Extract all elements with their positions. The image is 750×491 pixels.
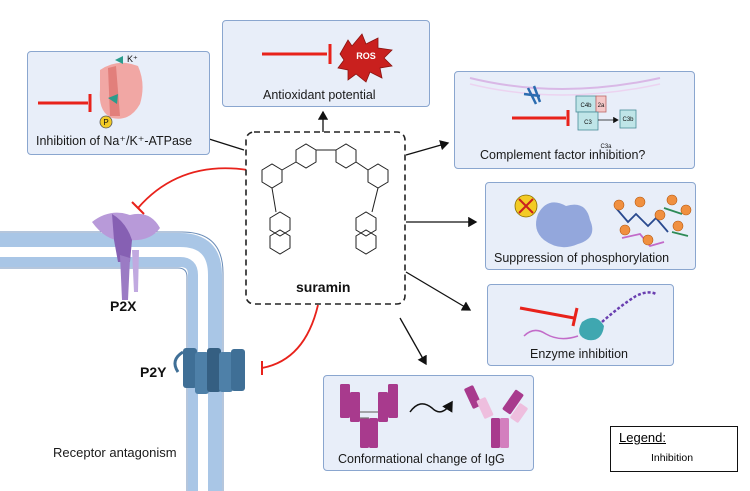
phosphorylation-label: Suppression of phosphorylation (494, 251, 670, 265)
p2x-receptor-icon (92, 212, 160, 300)
antioxidant-box (222, 20, 430, 107)
inhibition-arrow-p2y (261, 304, 319, 369)
suramin-structure-icon (261, 143, 389, 255)
p2y-receptor-icon (173, 348, 245, 394)
suramin-label: suramin (296, 279, 351, 295)
suramin-box (245, 131, 406, 305)
legend: Legend: Inhibition (610, 426, 738, 472)
legend-inhibition-label: Inhibition (651, 452, 694, 464)
igg-label: Conformational change of IgG (338, 452, 505, 466)
antioxidant-label: Antioxidant potential (263, 88, 376, 102)
complement-label: Complement factor inhibition? (480, 148, 646, 162)
p2y-label: P2Y (140, 364, 167, 380)
atpase-label: Inhibition of Na⁺/K⁺-ATPase (36, 134, 193, 148)
enzyme-label: Enzyme inhibition (530, 347, 628, 361)
legend-title: Legend: (619, 430, 666, 445)
p2x-label: P2X (110, 298, 137, 314)
inhibition-arrow-p2x (137, 167, 249, 209)
cell-membrane (0, 231, 224, 491)
effect-arrows (188, 110, 478, 366)
receptor-antagonism-label: Receptor antagonism (53, 445, 177, 460)
